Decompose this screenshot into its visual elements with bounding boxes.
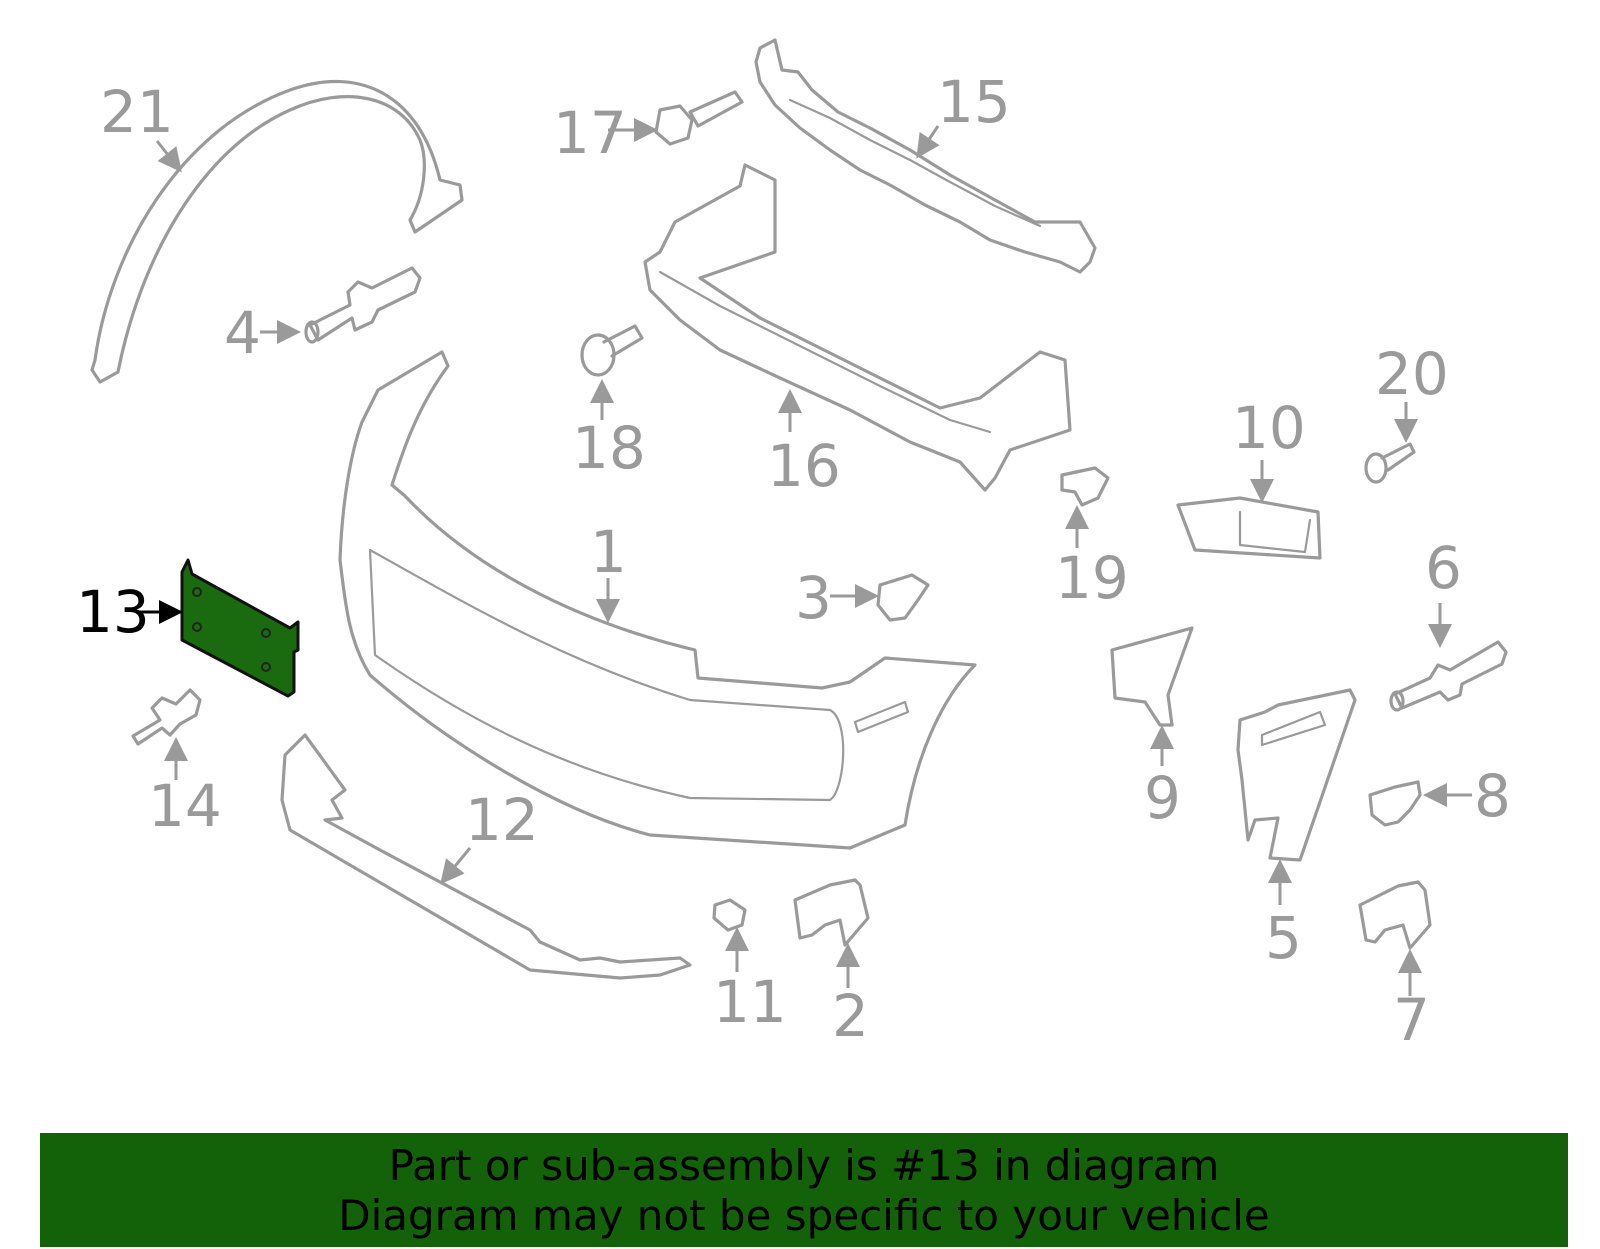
callout-7: 7: [1393, 986, 1430, 1054]
banner-line-1: Part or sub-assembly is #13 in diagram: [388, 1141, 1220, 1190]
part-15-upper-reinforcement: [754, 38, 1097, 274]
callout-5: 5: [1265, 904, 1302, 972]
part-10-reflector: [1176, 496, 1322, 560]
banner-line-2: Diagram may not be specific to your vehi…: [338, 1191, 1270, 1240]
part-17-bolt: [654, 90, 744, 146]
part-19-clip: [1060, 466, 1110, 507]
part-1-bumper-cover: [338, 350, 977, 850]
callout-21: 21: [100, 78, 174, 146]
part-14-push-pin: [131, 688, 202, 746]
callout-15: 15: [937, 68, 1011, 136]
part-20-screw: [1364, 442, 1416, 484]
part-8-clip: [1368, 780, 1422, 827]
part-12-lower-valance: [280, 733, 692, 980]
callout-4: 4: [224, 299, 261, 367]
part-3-clip: [876, 573, 930, 622]
callout-11: 11: [713, 968, 787, 1036]
part-4-push-pin: [304, 266, 422, 344]
callout-8: 8: [1474, 762, 1511, 830]
part-11-plug: [712, 898, 747, 932]
callout-19: 19: [1055, 544, 1129, 612]
callout-2: 2: [832, 982, 869, 1050]
callout-20: 20: [1375, 340, 1449, 408]
info-banner: Part or sub-assembly is #13 in diagram D…: [40, 1133, 1568, 1247]
part-6-push-pin: [1389, 640, 1508, 712]
callout-9: 9: [1144, 764, 1181, 832]
callout-14: 14: [148, 772, 222, 840]
callout-1: 1: [590, 518, 627, 586]
callout-numbers: 21 4 17 15 18 16 1 3 19 10 20 6 13 14 9 …: [76, 68, 1511, 1054]
part-18-grommet: [580, 324, 644, 377]
part-21-wheel-arch-molding: [90, 79, 464, 384]
part-2-bracket: [793, 878, 870, 947]
callout-3: 3: [795, 564, 832, 632]
callout-10: 10: [1232, 394, 1306, 462]
part-13-license-bracket: [180, 558, 300, 698]
leader-lines: [140, 118, 1472, 996]
callout-18: 18: [572, 414, 646, 482]
callout-17: 17: [553, 99, 627, 167]
callout-6: 6: [1425, 534, 1462, 602]
callout-13: 13: [76, 578, 150, 646]
callout-16: 16: [767, 432, 841, 500]
part-7-bracket: [1358, 880, 1432, 950]
part-9-bracket: [1110, 626, 1194, 727]
callout-12: 12: [465, 786, 539, 854]
part-16-bumper-beam: [643, 163, 1072, 492]
part-5-side-bracket: [1236, 688, 1357, 862]
